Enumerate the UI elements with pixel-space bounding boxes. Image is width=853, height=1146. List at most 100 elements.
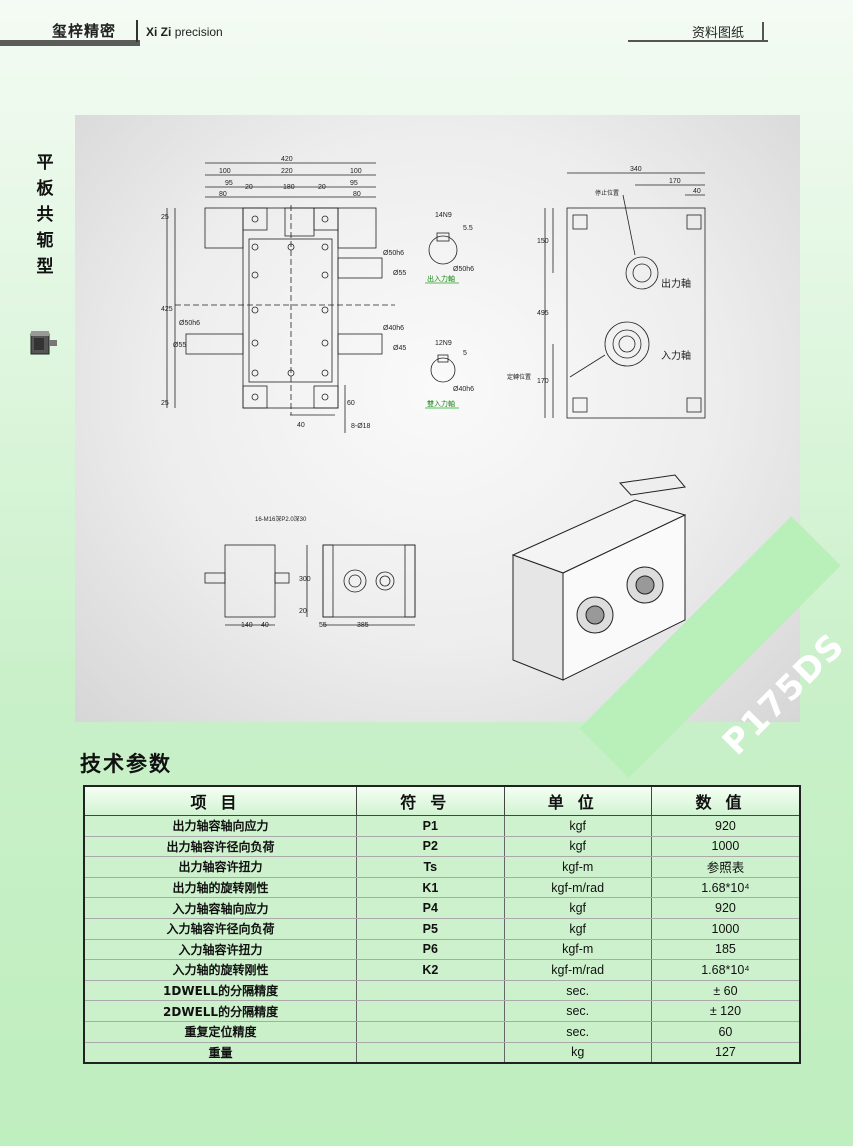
- header-tick: [762, 22, 764, 42]
- dim-text: Ø50h6: [453, 266, 474, 273]
- dim-text: 40: [261, 622, 269, 629]
- brand-name-en: Xi Zi precision: [146, 25, 223, 39]
- cell-item: 入力轴容许扭力: [83, 939, 358, 961]
- dim-text: 420: [281, 156, 293, 163]
- cell-item: 入力轴的旋转刚性: [83, 959, 358, 981]
- dim-text: 80: [353, 191, 361, 198]
- column-header: 符号: [356, 785, 505, 816]
- cell-item: 出力轴容许径向负荷: [83, 836, 358, 858]
- brand-bar: [0, 40, 140, 46]
- dim-text: 425: [161, 306, 173, 313]
- cell-value: 920: [650, 897, 801, 919]
- cell-item: 重复定位精度: [83, 1021, 358, 1043]
- cell-item: 出力轴容许扭力: [83, 856, 358, 878]
- cell-value: 127: [650, 1042, 801, 1065]
- cell-value: 参照表: [650, 856, 801, 878]
- shaft-label-input: 入力軸: [661, 349, 691, 362]
- cell-symbol: K1: [356, 877, 505, 899]
- cell-unit: kg: [503, 1042, 652, 1065]
- dim-text: 20: [299, 608, 307, 615]
- section-title: 技术参数: [80, 752, 172, 776]
- side-title-char: 平: [36, 153, 54, 173]
- dim-text: 8-Ø18: [351, 423, 371, 430]
- document-type: 资料图纸: [692, 26, 745, 41]
- column-header: 数值: [650, 785, 801, 816]
- dim-text: 14N9: [435, 212, 452, 219]
- dim-text: Ø55: [173, 342, 186, 349]
- dim-text: 5.5: [463, 225, 473, 232]
- cell-item: 1DWELL的分隔精度: [83, 980, 358, 1002]
- dim-text: 140: [241, 622, 253, 629]
- dim-text: Ø40h6: [383, 325, 404, 332]
- dim-text: 5: [463, 350, 467, 357]
- cell-symbol: P2: [356, 836, 505, 858]
- dim-text: Ø50h6: [383, 250, 404, 257]
- dim-text: 340: [630, 166, 642, 173]
- dim-text: 12N9: [435, 340, 452, 347]
- cell-item: 重量: [83, 1042, 358, 1065]
- table-header-row: 项目 符号 单位 数值: [83, 785, 801, 816]
- front-view: [204, 544, 416, 626]
- dim-text: Ø45: [393, 345, 406, 352]
- column-header: 项目: [83, 785, 358, 816]
- dim-text: 40: [297, 422, 305, 429]
- top-view: [166, 162, 395, 433]
- note-label: 停止位置: [595, 189, 619, 197]
- dim-text: 100: [219, 168, 231, 175]
- dim-text: 385: [357, 622, 369, 629]
- dim-text: 150: [537, 238, 549, 245]
- header-rule: [628, 40, 768, 42]
- cell-unit: kgf: [503, 897, 652, 919]
- shaft-label-output: 出力軸: [661, 277, 691, 290]
- dim-text: 20: [245, 184, 253, 191]
- key-label: 出入力軸: [427, 274, 455, 283]
- dim-text: 495: [537, 310, 549, 317]
- cell-symbol: P1: [356, 815, 505, 837]
- cell-unit: kgf: [503, 815, 652, 837]
- keyway-labels: 14N9 5.5 Ø50h6 出入力軸 12N9 5 Ø40h6 雙入力軸: [427, 212, 474, 408]
- drawing-panel: 420 100 220 100 95 20 180 20 95 80 80 25…: [75, 115, 853, 778]
- brand-divider: [136, 20, 138, 42]
- keyway-details: [425, 232, 459, 409]
- top-view-dimensions: 420 100 220 100 95 20 180 20 95 80 80 25…: [161, 156, 406, 430]
- cell-value: 1.68*10⁴: [650, 877, 801, 899]
- column-header: 单位: [503, 785, 652, 816]
- cell-item: 出力轴的旋转刚性: [83, 877, 358, 899]
- dim-text: Ø55: [393, 270, 406, 277]
- dim-text: 40: [693, 188, 701, 195]
- side-title-char: 共: [36, 205, 54, 225]
- note-label: 16-M16深P2.0深30: [255, 515, 307, 523]
- cell-symbol: [356, 980, 505, 1002]
- side-view-labels: 340 170 40 150 495 170 停止位置 出力軸 入力軸 定轉位置: [507, 166, 701, 385]
- brand-en-bold: Xi Zi: [146, 25, 172, 39]
- isometric-view: [511, 474, 687, 681]
- cell-unit: kgf: [503, 918, 652, 940]
- dim-text: Ø40h6: [453, 386, 474, 393]
- cell-unit: sec.: [503, 1000, 652, 1022]
- dim-text: 170: [537, 378, 549, 385]
- cell-unit: kgf: [503, 836, 652, 858]
- cell-symbol: K2: [356, 959, 505, 981]
- cell-item: 入力轴容许径向负荷: [83, 918, 358, 940]
- cell-value: 1.68*10⁴: [650, 959, 801, 981]
- cell-symbol: P5: [356, 918, 505, 940]
- cell-symbol: P4: [356, 897, 505, 919]
- cell-value: 1000: [650, 836, 801, 858]
- brand-en-rest: precision: [174, 25, 223, 39]
- cell-unit: sec.: [503, 1021, 652, 1043]
- cell-item: 2DWELL的分隔精度: [83, 1000, 358, 1022]
- gearbox-icon: [30, 331, 57, 355]
